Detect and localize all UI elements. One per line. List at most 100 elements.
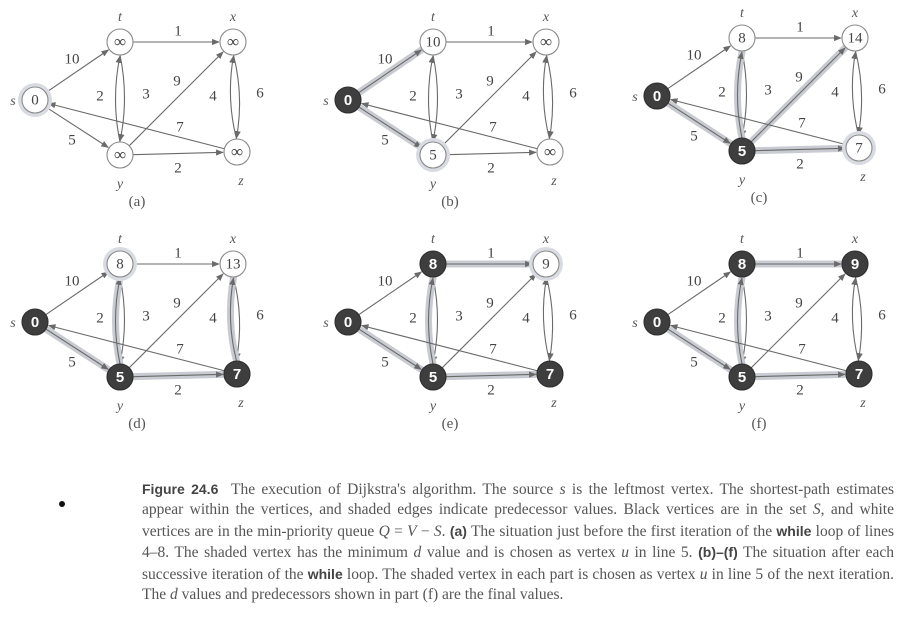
edge-x-z: [545, 54, 554, 139]
vertex-s: [643, 82, 671, 110]
caption-var-u: u: [621, 544, 629, 562]
edge-y-x: [750, 273, 846, 369]
figure-label: Figure 24.6: [142, 481, 219, 497]
panel-label: (d): [128, 416, 146, 432]
vertex-z: [845, 360, 873, 388]
edge-x-z: [854, 50, 863, 135]
edge-weight-y-z: 2: [487, 382, 495, 398]
edge-z-s: [47, 102, 225, 150]
vertex-value-s: 0: [653, 314, 661, 331]
edge-weight-t-x: 1: [796, 19, 804, 35]
vertex-value-x: 13: [226, 256, 241, 272]
edge-y-z: [132, 371, 224, 378]
vertex-name-x: x: [542, 232, 550, 247]
caption-text: .: [441, 522, 450, 540]
vertex-value-x: 9: [851, 256, 859, 273]
edge-weight-s-y: 5: [690, 354, 698, 370]
caption-text: −: [416, 522, 434, 540]
vertex-value-s: 0: [31, 92, 39, 108]
edge-weight-y-x: 9: [173, 73, 181, 89]
edge-s-t: [45, 49, 110, 94]
edge-weight-s-y: 5: [381, 354, 389, 370]
vertex-name-x: x: [229, 232, 237, 247]
vertex-s: [334, 308, 362, 336]
vertex-name-z: z: [550, 174, 557, 189]
vertex-y: [419, 363, 447, 391]
edge-z-x: [851, 51, 860, 136]
vertex-x: [532, 28, 560, 56]
edge-z-x: [851, 277, 860, 362]
edge-weight-y-x: 9: [173, 295, 181, 311]
caption-keyword-while: while: [776, 522, 812, 539]
vertex-name-t: t: [118, 232, 123, 247]
vertex-x: [841, 24, 869, 52]
edge-weight-x-z: 4: [522, 88, 530, 104]
vertex-t: [419, 28, 447, 56]
edge-weight-x-z: 4: [209, 88, 217, 104]
edge-weight-z-s: 7: [798, 341, 806, 357]
edge-s-t: [667, 271, 732, 316]
edge-y-z: [445, 149, 537, 156]
vertex-name-x: x: [851, 6, 859, 21]
edge-s-t: [45, 271, 110, 316]
edge-weight-y-t: 3: [764, 308, 772, 324]
caption-var-S: S: [812, 501, 821, 519]
vertex-name-y: y: [737, 173, 746, 188]
edge-s-t: [667, 45, 732, 90]
edge-z-x: [229, 55, 238, 140]
vertex-y: [106, 363, 134, 391]
edge-y-z: [754, 371, 846, 378]
edge-t-y: [118, 54, 126, 142]
edge-s-y: [358, 328, 422, 370]
edge-z-s: [47, 324, 225, 372]
edge-y-x: [750, 47, 846, 143]
panel-label: (b): [441, 194, 459, 210]
edge-z-s: [669, 98, 847, 146]
vertex-name-s: s: [323, 94, 329, 109]
edge-weight-s-t: 10: [65, 51, 80, 67]
vertex-value-t: 8: [738, 256, 746, 273]
edge-weight-t-y: 2: [718, 310, 726, 326]
edge-t-y: [431, 54, 439, 142]
vertex-value-t: ∞: [114, 32, 126, 51]
vertex-value-x: 9: [542, 256, 550, 272]
vertex-x: [219, 250, 247, 278]
edge-z-x: [229, 277, 238, 362]
edge-weight-z-x: 6: [569, 307, 577, 323]
caption-text: The situation just before the first iter…: [466, 522, 777, 540]
edge-x-z: [232, 54, 241, 139]
edge-s-y: [667, 328, 731, 370]
edge-s-y: [45, 328, 109, 370]
vertex-y: [728, 363, 756, 391]
vertex-s: [21, 86, 49, 114]
caption-text: in line 5 of the next iteration. The: [142, 565, 894, 604]
vertex-name-z: z: [859, 396, 866, 411]
edge-weight-s-y: 5: [690, 128, 698, 144]
vertex-t: [728, 250, 756, 278]
edge-y-t: [114, 55, 122, 143]
edge-s-t: [358, 49, 423, 94]
caption-var-d: d: [413, 544, 422, 562]
vertex-s: [21, 308, 49, 336]
edge-weight-y-x: 9: [795, 69, 803, 85]
edge-x-z: [545, 276, 554, 361]
vertex-value-x: 14: [848, 30, 864, 46]
caption-var-s: s: [559, 481, 566, 498]
edge-weight-t-y: 2: [409, 310, 417, 326]
edge-weight-z-s: 7: [489, 341, 497, 357]
vertex-t: [419, 250, 447, 278]
vertex-name-x: x: [229, 10, 237, 25]
vertex-name-t: t: [740, 232, 745, 247]
edge-weight-z-x: 6: [569, 85, 577, 101]
vertex-name-t: t: [431, 232, 436, 247]
bullet-dot: [59, 501, 65, 507]
edge-weight-s-t: 10: [687, 273, 702, 289]
edge-z-x: [542, 55, 551, 140]
vertex-z: [536, 360, 564, 388]
vertex-z: [845, 134, 873, 162]
panel-label: (e): [442, 416, 459, 432]
vertex-y: [419, 141, 447, 169]
